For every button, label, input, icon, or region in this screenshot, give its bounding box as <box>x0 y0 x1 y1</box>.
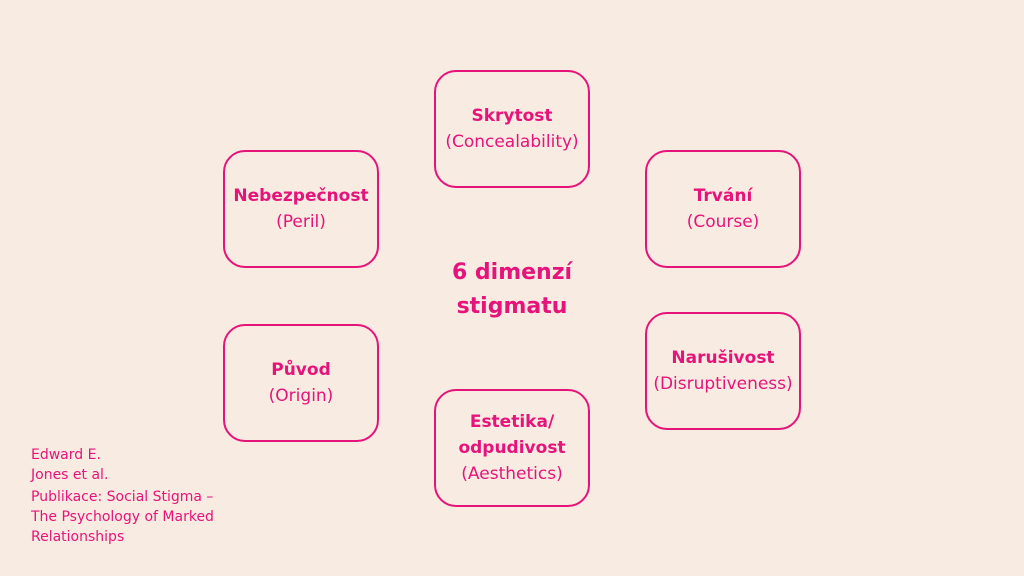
center-title-line-2: stigmatu <box>456 294 568 319</box>
credit-publication-line-1: Publikace: Social Stigma – <box>31 489 214 505</box>
dimension-subtitle: (Disruptiveness) <box>653 374 793 394</box>
dimension-title: Skrytost <box>471 106 553 126</box>
source-credit: Edward E. Jones et al. Publikace: Social… <box>31 445 231 547</box>
dimension-box-aesthetics: Estetika/ odpudivost (Aesthetics) <box>434 389 590 507</box>
dimension-box-course: Trvání (Course) <box>645 150 801 268</box>
credit-publication-line-2: The Psychology of Marked <box>31 509 214 525</box>
dimension-box-peril: Nebezpečnost (Peril) <box>223 150 379 268</box>
dimension-box-concealability: Skrytost (Concealability) <box>434 70 590 188</box>
dimension-subtitle: (Origin) <box>268 386 334 406</box>
dimension-title: Trvání <box>693 186 753 206</box>
dimension-subtitle: (Aesthetics) <box>461 464 563 484</box>
credit-author-line-1: Edward E. <box>31 447 101 463</box>
dimension-title: Nebezpečnost <box>233 186 369 206</box>
credit-author-line-2: Jones et al. <box>31 467 109 483</box>
dimension-title: Původ <box>271 360 331 380</box>
dimension-box-origin: Původ (Origin) <box>223 324 379 442</box>
dimension-box-disruptiveness: Narušivost (Disruptiveness) <box>645 312 801 430</box>
dimension-title-line-2: odpudivost <box>458 438 566 458</box>
diagram-center-title: 6 dimenzí stigmatu <box>412 256 612 324</box>
dimension-title: Narušivost <box>671 348 775 368</box>
dimension-subtitle: (Course) <box>686 212 760 232</box>
dimension-subtitle: (Concealability) <box>445 132 579 152</box>
credit-publication-line-3: Relationships <box>31 529 125 545</box>
dimension-subtitle: (Peril) <box>276 212 326 232</box>
center-title-line-1: 6 dimenzí <box>451 260 573 285</box>
dimension-title-line-1: Estetika/ <box>469 412 555 432</box>
